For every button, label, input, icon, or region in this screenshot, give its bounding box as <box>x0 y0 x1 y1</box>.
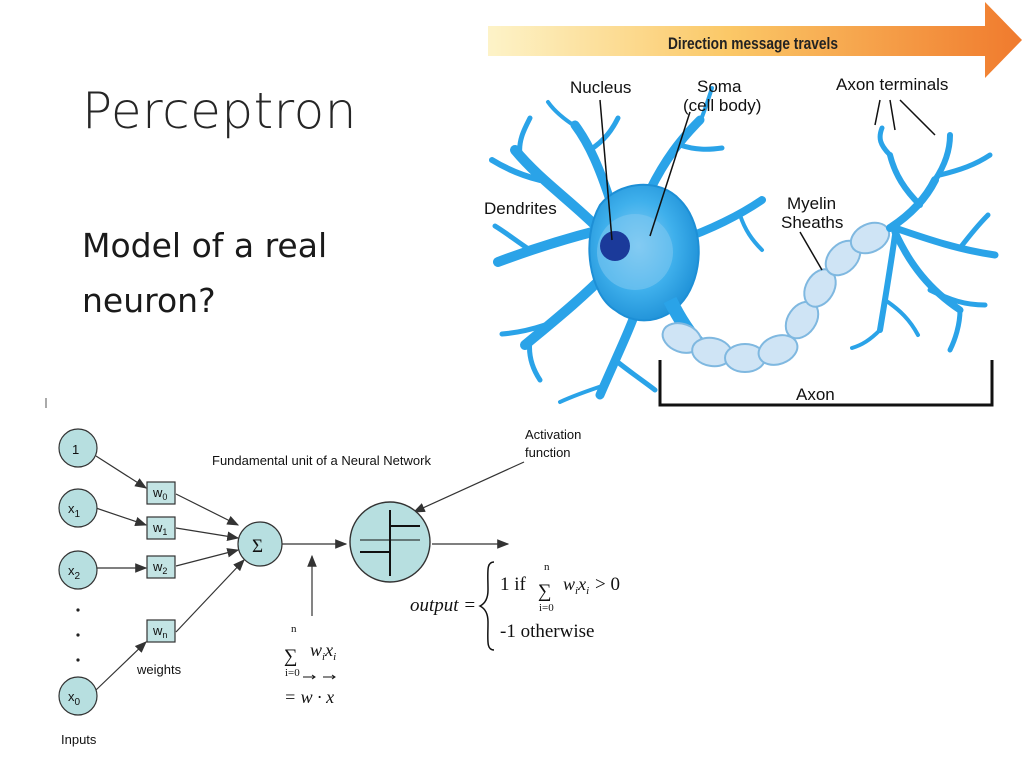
nucleus <box>600 231 630 261</box>
input-node <box>58 550 98 590</box>
connections <box>95 455 525 691</box>
direction-label: Direction message travels <box>668 34 838 53</box>
input-nodes <box>58 428 98 716</box>
input-label: x1 <box>68 501 81 520</box>
sum-formula: n ∑ i=0 wixi = w · x <box>284 623 336 707</box>
network-title: Fundamental unit of a Neural Network <box>212 453 431 468</box>
case2: -1 otherwise <box>500 621 594 642</box>
sheaths-label: Sheaths <box>781 213 843 232</box>
input-sub: 0 <box>75 697 81 708</box>
sum-equals: = w · x <box>284 687 334 707</box>
summation-node <box>237 521 283 567</box>
weight-label: w2 <box>152 559 167 576</box>
case1-w-sub: i <box>575 585 578 597</box>
case1-x: x <box>577 574 586 594</box>
vector-arrows <box>303 674 336 680</box>
slide-subtitle: Model of a real neuron? <box>82 226 328 320</box>
axon-label: Axon <box>796 385 835 404</box>
sum-x-sub: i <box>333 651 336 663</box>
weight-box <box>146 516 176 540</box>
soma-sublabel: (cell body) <box>683 96 761 115</box>
weight-var: w <box>152 520 163 535</box>
weight-box <box>146 619 176 643</box>
sum-sigma: ∑ <box>284 646 298 667</box>
case1-term: wixi <box>563 574 589 597</box>
direction-arrow <box>488 2 1022 78</box>
weight-label: w0 <box>152 485 167 502</box>
axon-bracket <box>658 360 994 407</box>
sum-lower: i=0 <box>285 667 300 679</box>
sum-upper: n <box>291 623 297 635</box>
weight-sub: 0 <box>162 492 167 502</box>
weight-boxes <box>146 481 176 643</box>
input-var: x <box>68 689 75 704</box>
case1-w: w <box>563 574 575 594</box>
weight-sub: 2 <box>162 566 167 576</box>
dendrites-label: Dendrites <box>484 199 557 218</box>
weight-sub: 1 <box>162 527 167 537</box>
sigma-symbol: Σ <box>252 536 263 557</box>
sum-w-sub: i <box>322 651 325 663</box>
label-pointers <box>599 99 936 271</box>
weight-var: w <box>152 485 163 500</box>
case1-sigma: ∑ <box>538 581 552 602</box>
input-sub: 1 <box>75 509 81 520</box>
weight-box <box>146 555 176 579</box>
case1-x-sub: i <box>586 585 589 597</box>
case1-lower: i=0 <box>539 602 554 614</box>
weight-label: wn <box>152 623 167 640</box>
soma-label: Soma <box>697 77 742 96</box>
axon-terminals <box>850 125 999 353</box>
weight-label: w1 <box>152 520 167 537</box>
case1-condition: > 0 <box>595 574 620 595</box>
weight-var: w <box>152 559 163 574</box>
input-var: x <box>68 563 75 578</box>
case1-upper: n <box>544 561 550 573</box>
case1-prefix: 1 if <box>500 574 527 595</box>
weight-var: w <box>152 623 163 638</box>
weights-label: weights <box>136 662 182 677</box>
weight-box <box>146 481 176 505</box>
weight-sub: n <box>162 630 167 640</box>
axon-terminals-label: Axon terminals <box>836 75 948 94</box>
step-function-icon <box>360 510 420 576</box>
brace <box>478 561 495 651</box>
output-formula: output = 1 if n ∑ i=0 wixi > 0 -1 otherw… <box>410 561 620 651</box>
slide-title: Perceptron <box>82 82 357 140</box>
sum-x: x <box>324 640 333 660</box>
input-label: x0 <box>68 689 81 708</box>
input-var: x <box>68 501 75 516</box>
nucleus-label: Nucleus <box>570 78 631 97</box>
input-label: x2 <box>68 563 81 582</box>
output-label: output = <box>410 595 476 616</box>
activation-sublabel: function <box>525 445 571 460</box>
myelin-label: Myelin <box>787 194 836 213</box>
activation-label: Activation <box>525 427 581 442</box>
inputs-label: Inputs <box>61 732 97 747</box>
input-node <box>58 428 98 468</box>
input-sub: 2 <box>75 571 81 582</box>
input-label: 1 <box>72 442 79 457</box>
sum-term: wixi <box>310 640 336 663</box>
input-node <box>58 676 98 716</box>
dendrites <box>489 86 766 404</box>
sum-w: w <box>310 640 322 660</box>
input-node <box>58 488 98 528</box>
ellipsis-dots <box>76 608 80 662</box>
